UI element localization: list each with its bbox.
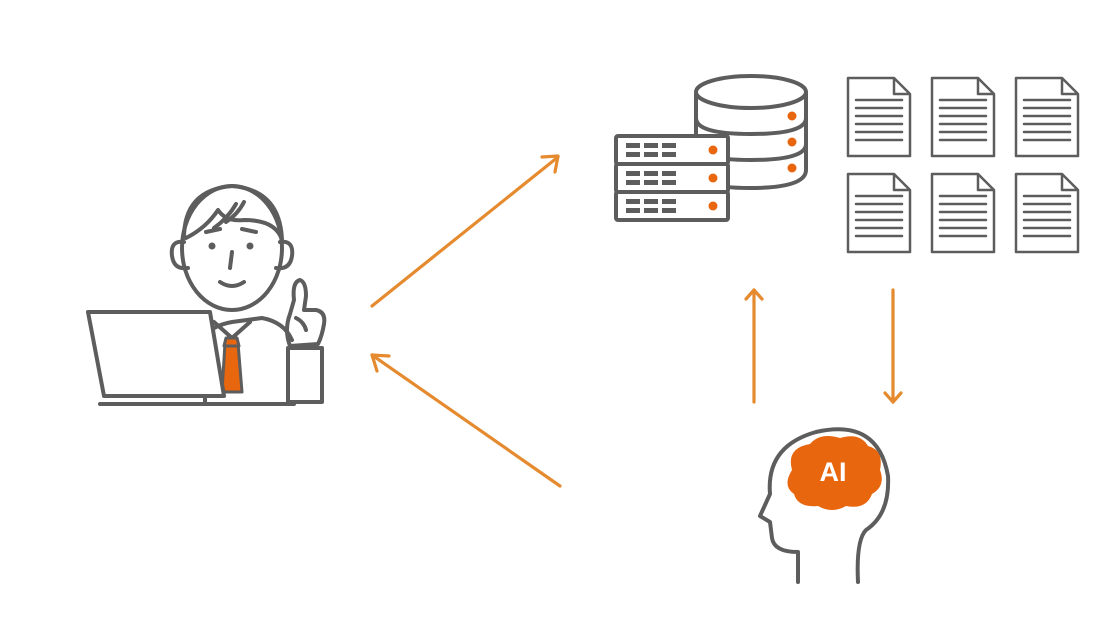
thumbs-up-icon (286, 346, 324, 404)
ai-brain-icon (787, 436, 882, 510)
user-mouth (218, 280, 246, 288)
database-led-2 (787, 137, 797, 147)
server-led-3 (708, 201, 718, 211)
arrow-down-icon (883, 288, 903, 404)
documents-grid (846, 76, 1080, 254)
data-store-group (614, 74, 1080, 254)
arrow-up-right-icon (370, 154, 560, 308)
thumbs-up-hand (285, 278, 327, 348)
ai-label: AI (820, 457, 847, 487)
user-brow-left (204, 227, 222, 234)
user-ear-right (274, 239, 295, 271)
server-led-1 (708, 145, 718, 155)
server-led-2 (708, 173, 718, 183)
thumbs-up-finger-line (294, 316, 308, 332)
document-icon (846, 76, 912, 158)
user-hair-strand-2 (224, 200, 246, 224)
user-brow-right (240, 227, 258, 234)
user-hair (182, 184, 284, 242)
user-tie-knot (222, 336, 241, 348)
user-hair-strand (212, 202, 238, 230)
server-rack-icon (614, 134, 730, 222)
user-eye-right (246, 242, 254, 250)
user-eye-left (208, 242, 216, 250)
arrow-up-icon (744, 288, 764, 404)
user-ear-left (169, 239, 190, 271)
ai-head-icon: AI (758, 427, 891, 584)
document-icon (1014, 172, 1080, 254)
database-led-1 (787, 111, 797, 121)
user-nose (228, 250, 234, 270)
document-icon (1014, 76, 1080, 158)
document-icon (846, 172, 912, 254)
user-head (180, 184, 284, 312)
user-tie (220, 341, 244, 394)
document-icon (930, 76, 996, 158)
businessman-with-laptop-icon (86, 184, 327, 406)
ai-head-outline (758, 427, 891, 584)
document-icon (930, 172, 996, 254)
user-collar (212, 320, 252, 340)
laptop-screen (86, 310, 226, 398)
arrow-up-left-icon (370, 353, 562, 488)
database-led-3 (787, 163, 797, 173)
